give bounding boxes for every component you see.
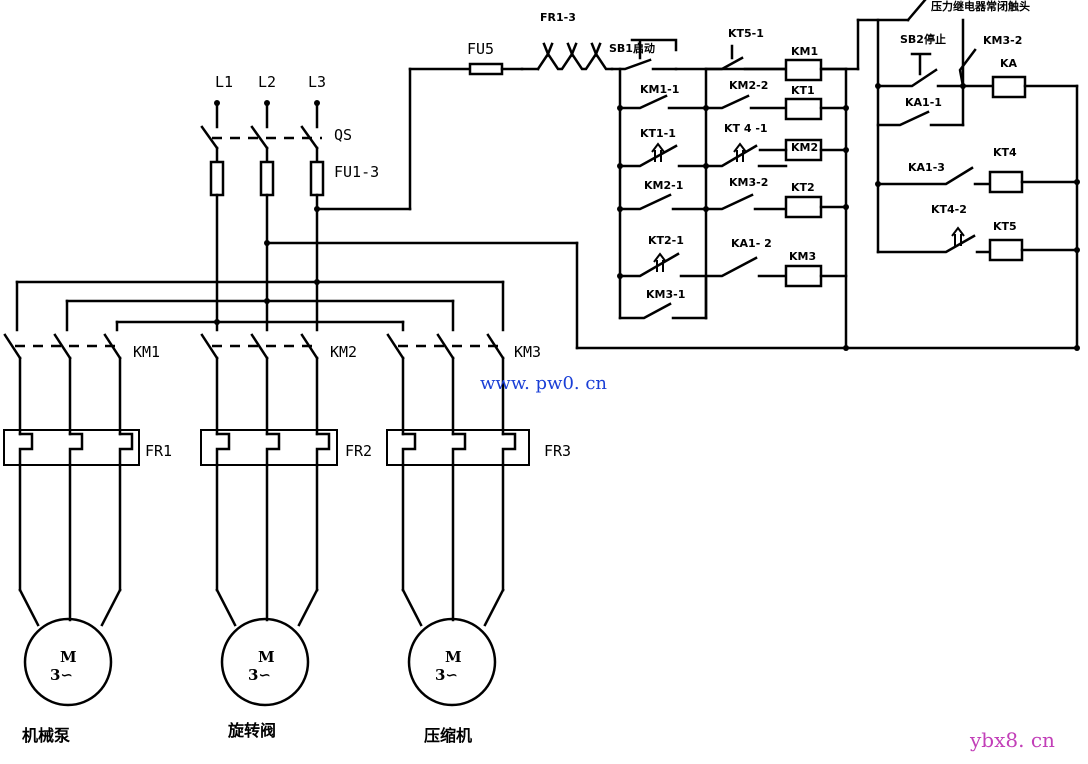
- motor-pump-phase: 3∽: [50, 666, 73, 684]
- qs-label: QS: [334, 126, 352, 144]
- ka1-2-label: KA1- 2: [731, 237, 772, 250]
- coil-kt1: [784, 97, 823, 121]
- fu5-fuse: [468, 62, 504, 76]
- km1-power-label: KM1: [133, 343, 160, 361]
- phase-l1-label: L1: [215, 73, 233, 91]
- fr3-thermal-relay: [386, 429, 530, 466]
- coil-ka: [991, 75, 1027, 99]
- km3-power-label: KM3: [514, 343, 541, 361]
- motor-pump-name: 机械泵: [22, 726, 70, 745]
- fr1-thermal-relay: [3, 429, 140, 466]
- main-fuses: [209, 160, 325, 197]
- coil-km3: [784, 264, 823, 288]
- motor-pump-m: M: [60, 648, 77, 666]
- power-circuit: L1 L2 L3 QS FU1-3: [15, 67, 1079, 350]
- sb1-label: SB1启动: [609, 41, 655, 55]
- motor-valve-m: M: [258, 648, 275, 666]
- motor-valve-name: 旋转阀: [227, 721, 276, 740]
- watermark-right: ybx8. cn: [969, 728, 1055, 752]
- km3-2b-label: KM3-2: [983, 34, 1022, 47]
- coil-km2-label: KM2: [791, 141, 818, 154]
- coil-km1-label: KM1: [791, 45, 818, 58]
- fr1-label: FR1: [145, 442, 172, 460]
- motor-valve-phase: 3∽: [248, 666, 271, 684]
- coil-km3-label: KM3: [789, 250, 816, 263]
- motor-pump: [23, 617, 113, 707]
- km2-power-label: KM2: [330, 343, 357, 361]
- motor-compressor: [407, 617, 497, 707]
- coil-ka-label: KA: [1000, 57, 1018, 70]
- ka1-1-label: KA1-1: [905, 96, 942, 109]
- motor-branch-compressor: [386, 333, 530, 707]
- control-circuit: [468, 0, 1080, 351]
- coil-kt2: [784, 195, 823, 219]
- km2-1-label: KM2-1: [644, 179, 683, 192]
- pressure-relay-label: 压力继电器常闭触头: [931, 0, 1030, 13]
- km3-2-label: KM3-2: [729, 176, 768, 189]
- fr3-label: FR3: [544, 442, 571, 460]
- coil-kt2-label: KT2: [791, 181, 815, 194]
- kt4-1-label: KT 4 -1: [724, 122, 768, 135]
- sb2-label: SB2停止: [900, 32, 946, 46]
- fr1-3-label: FR1-3: [540, 11, 576, 24]
- coil-kt5: [988, 238, 1024, 262]
- motor-compressor-m: M: [445, 648, 462, 666]
- qs-switch: [200, 125, 322, 164]
- fr2-label: FR2: [345, 442, 372, 460]
- kt4-2-label: KT4-2: [931, 203, 967, 216]
- fu5-label: FU5: [467, 40, 494, 58]
- watermark-left: www. pw0. cn: [480, 373, 607, 394]
- kt1-1-label: KT1-1: [640, 127, 676, 140]
- fu1-3-label: FU1-3: [334, 163, 379, 181]
- kt2-1-label: KT2-1: [648, 234, 684, 247]
- coil-kt1-label: KT1: [791, 84, 815, 97]
- motor-compressor-name: 压缩机: [424, 726, 472, 745]
- km2-2-label: KM2-2: [729, 79, 768, 92]
- motor-branch-pump: [3, 333, 140, 707]
- coil-kt5-label: KT5: [993, 220, 1017, 233]
- km1-1-label: KM1-1: [640, 83, 679, 96]
- coil-km1: [784, 58, 823, 82]
- phase-l2-label: L2: [258, 73, 276, 91]
- kt5-1-label: KT5-1: [728, 27, 764, 40]
- motor-branch-valve: [200, 333, 338, 707]
- motor-valve: [220, 617, 310, 707]
- fr2-thermal-relay: [200, 429, 338, 466]
- km3-1-label: KM3-1: [646, 288, 685, 301]
- coil-kt4: [988, 170, 1024, 194]
- phase-l3-label: L3: [308, 73, 326, 91]
- coil-kt4-label: KT4: [993, 146, 1017, 159]
- ka1-3-label: KA1-3: [908, 161, 945, 174]
- motor-compressor-phase: 3∽: [435, 666, 458, 684]
